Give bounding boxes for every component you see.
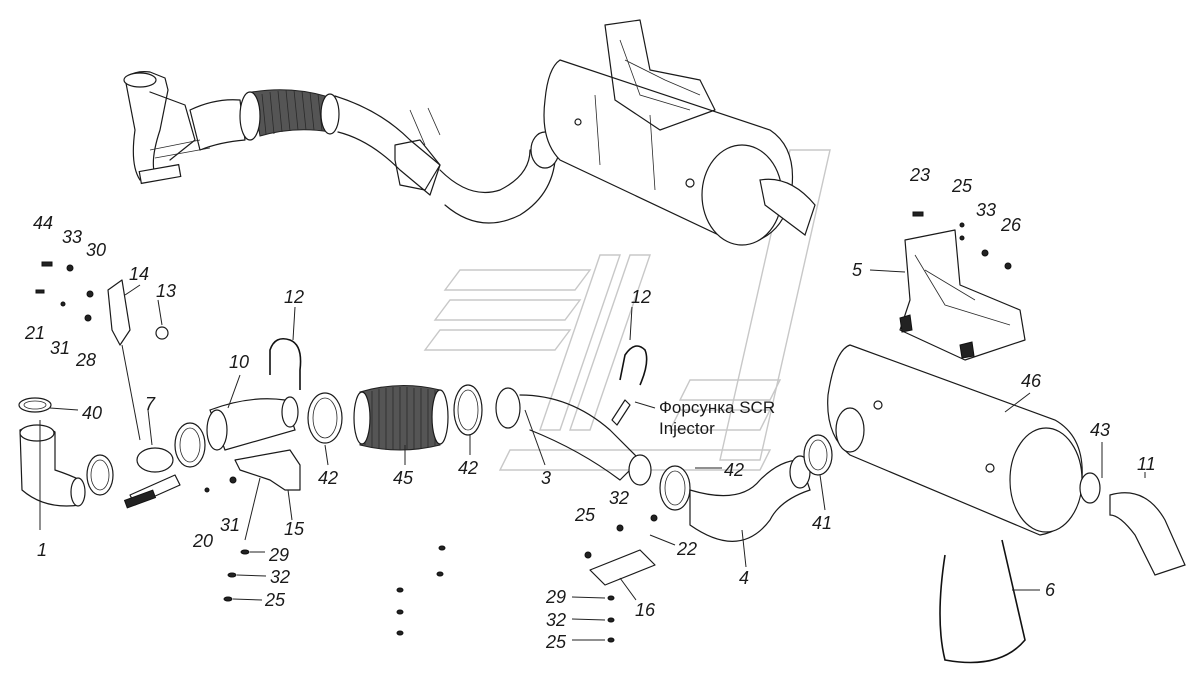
callout-29-a: 29	[268, 545, 289, 565]
callout-26: 26	[1000, 215, 1022, 235]
callout-40: 40	[82, 403, 102, 423]
callout-12-right: 12	[631, 287, 651, 307]
callout-labels: 1 3 4 5 6 7 10 11 12 12 13 14 15 16 20 2…	[24, 165, 1156, 652]
callout-20: 20	[192, 531, 213, 551]
injector-label-en: Injector	[659, 419, 715, 438]
watermark-logo	[423, 149, 831, 471]
callout-23: 23	[909, 165, 930, 185]
callout-4: 4	[739, 568, 749, 588]
callout-33-a: 33	[62, 227, 82, 247]
callout-33-b: 33	[976, 200, 996, 220]
callout-15: 15	[284, 519, 305, 539]
callout-1: 1	[37, 540, 47, 560]
callout-25-b: 25	[574, 505, 596, 525]
callout-25-a: 25	[951, 176, 973, 196]
top-assembly	[123, 19, 816, 246]
callout-25-c: 25	[264, 590, 286, 610]
callout-28: 28	[75, 350, 96, 370]
callout-42-c: 42	[724, 460, 744, 480]
callout-14: 14	[129, 264, 149, 284]
callout-31-a: 31	[50, 338, 70, 358]
callout-16: 16	[635, 600, 656, 620]
callout-41: 41	[812, 513, 832, 533]
callout-43: 43	[1090, 420, 1110, 440]
callout-32-b: 32	[609, 488, 629, 508]
callout-32-c: 32	[546, 610, 566, 630]
callout-7: 7	[145, 394, 156, 414]
callout-21: 21	[24, 323, 45, 343]
callout-6: 6	[1045, 580, 1056, 600]
callout-31-b: 31	[220, 515, 240, 535]
callout-5: 5	[852, 260, 863, 280]
callout-42-b: 42	[458, 458, 478, 478]
callout-25-d: 25	[545, 632, 567, 652]
callout-22: 22	[676, 539, 697, 559]
callout-3: 3	[541, 468, 551, 488]
fasteners	[35, 211, 1012, 643]
callout-12-left: 12	[284, 287, 304, 307]
callout-42-a: 42	[318, 468, 338, 488]
callout-44: 44	[33, 213, 53, 233]
callout-30: 30	[86, 240, 106, 260]
callout-46: 46	[1021, 371, 1042, 391]
exploded-parts	[18, 211, 1186, 664]
callout-45: 45	[393, 468, 414, 488]
callout-11: 11	[1137, 454, 1156, 474]
injector-label-ru: Форсунка SCR	[659, 398, 775, 417]
injector-annotation: Форсунка SCR Injector	[659, 398, 775, 438]
callout-32-a: 32	[270, 567, 290, 587]
callout-10: 10	[229, 352, 249, 372]
leader-lines	[39, 269, 1146, 641]
callout-13: 13	[156, 281, 176, 301]
callout-29-b: 29	[545, 587, 566, 607]
